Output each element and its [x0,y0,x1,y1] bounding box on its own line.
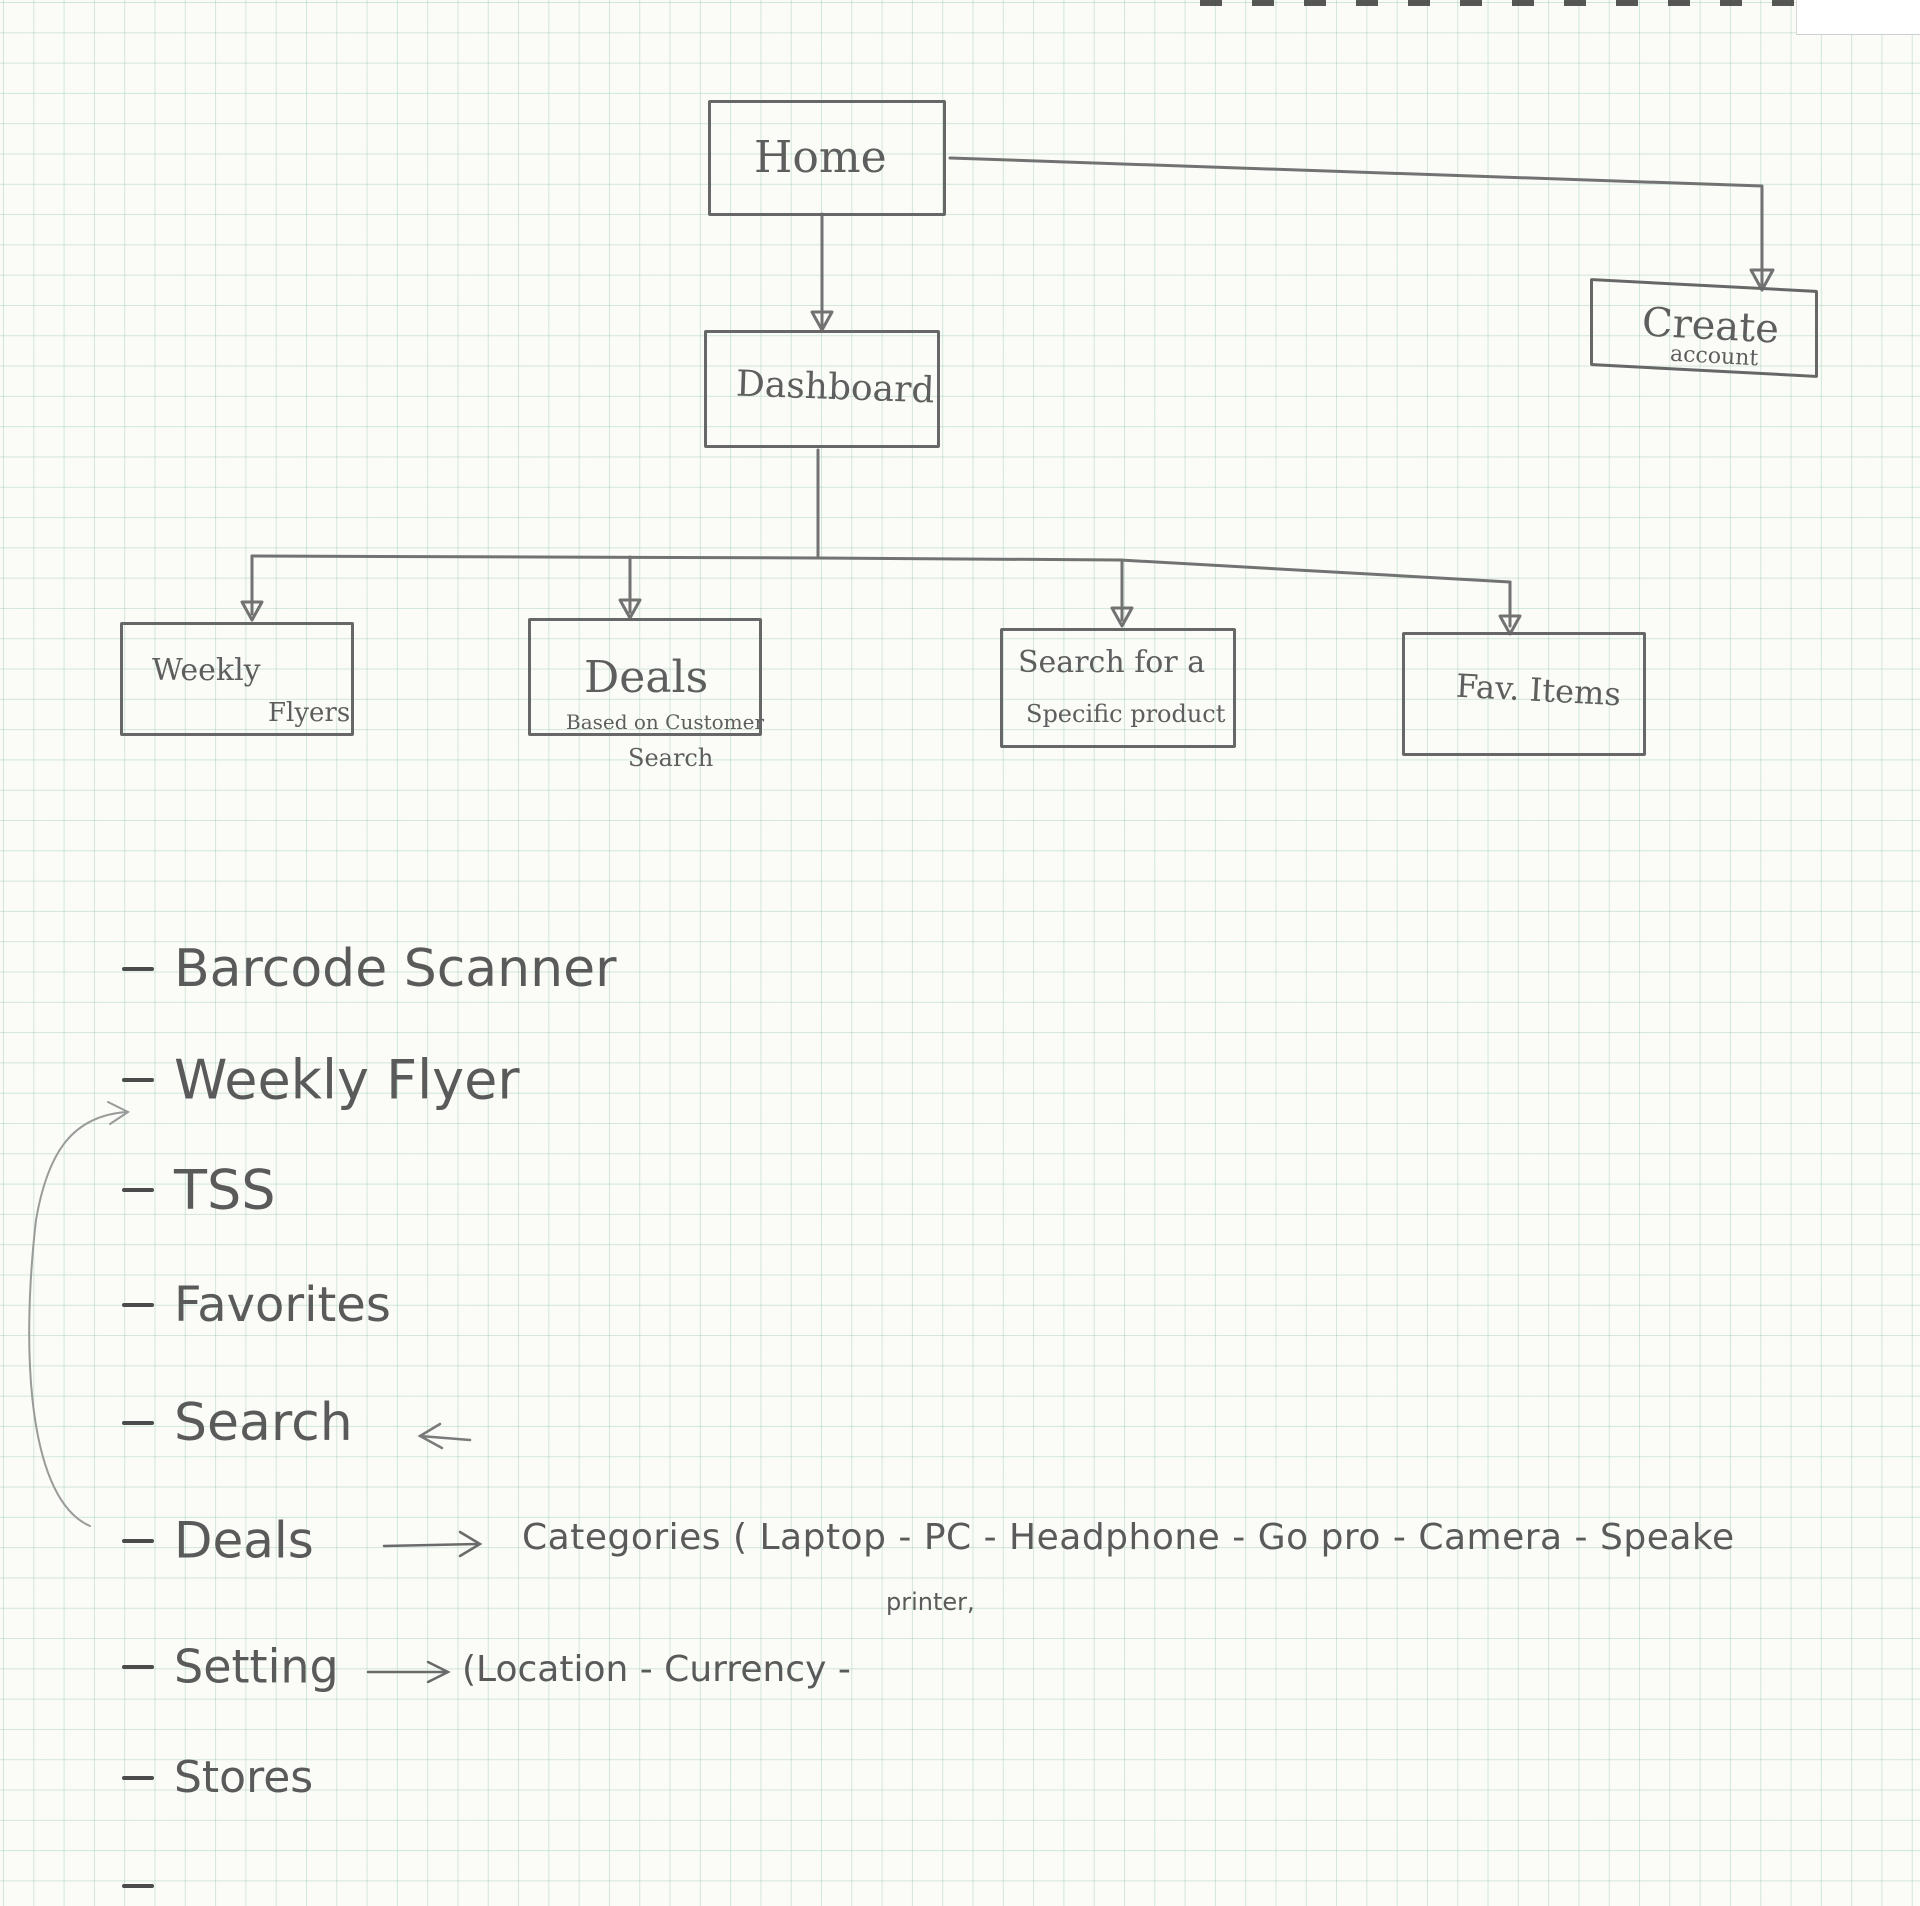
weekly-flyers-node [120,622,354,736]
arrowhead-fav-items [1498,614,1522,636]
home-label: Home [754,132,887,183]
list-bullet [122,1078,154,1083]
list-item-setting: Setting [122,1640,339,1690]
curved-arrowhead [107,1101,130,1125]
list-bullet [122,1538,154,1543]
fav-items-node [1402,632,1646,756]
search-product-label-line1: Search for a [1018,645,1206,680]
deals-subtitle-line1: Based on Customer [566,710,765,734]
deals-subtitle-line2: Search [628,744,714,772]
list-bullet [122,967,154,971]
connector-home-create-account [948,156,1764,287]
list-item-text: Search [174,1393,353,1453]
setting-options-note: (Location - Currency - [462,1649,851,1690]
home-node [708,100,946,216]
deals-categories-extra-note: printer, [886,1588,975,1616]
deals-title-label: Deals [584,652,709,703]
list-item-deals: Deals [122,1512,314,1566]
arrowhead-weekly-flyers [240,600,264,622]
create-account-label-line2: account [1669,341,1759,372]
setting-arrowhead [426,1660,451,1684]
list-bullet [122,1188,154,1193]
search-product-node [1000,628,1236,748]
deals-categories-note: Categories ( Laptop - PC - Headphone - G… [522,1517,1735,1558]
list-item-text: Stores [174,1752,314,1803]
arrowhead-search [1110,606,1134,628]
arrowhead-deals [618,598,642,620]
list-item-text: TSS [174,1158,276,1222]
search-back-arrow [418,1434,472,1442]
list-item-tss: TSS [122,1160,276,1217]
list-item-text: Deals [174,1511,314,1570]
list-bullet [122,1303,154,1307]
connector-distribution-line [250,554,1512,584]
list-item-text: Barcode Scanner [174,939,617,999]
list-bullet [122,1884,154,1888]
dashboard-label: Dashboard [735,363,936,412]
search-back-arrowhead [417,1422,444,1450]
create-account-label-line1: Create [1640,299,1781,353]
dashboard-node [704,330,940,448]
arrowhead-dashboard [810,310,834,332]
weekly-flyers-label-line2: Flyers [268,698,351,728]
list-bullet [122,1421,154,1425]
deals-arrow-line [382,1542,480,1548]
search-product-label-line2: Specific product [1026,700,1226,728]
fav-items-label: Fav. Items [1455,666,1622,714]
list-item-stores: Stores [122,1754,313,1800]
weekly-flyers-label-line1: Weekly [152,653,261,688]
list-item-barcode-scanner: Barcode Scanner [122,940,616,995]
paper-top-strip [1200,0,1920,6]
deals-node [528,618,762,736]
curved-arrow-left [28,1111,127,1527]
list-item-search: Search [122,1394,353,1449]
deals-arrowhead [458,1530,483,1558]
arrowhead-create-account [1749,268,1775,292]
list-item-cutoff-bullet [122,1862,174,1906]
list-item-weekly-flyer: Weekly Flyer [122,1050,520,1107]
paper-corner-tab [1796,0,1920,35]
list-bullet [122,1776,154,1780]
list-bullet [122,1664,154,1669]
list-item-text: Setting [174,1639,339,1694]
list-item-text: Weekly Flyer [174,1048,520,1112]
list-item-text: Favorites [174,1277,391,1333]
list-item-favorites: Favorites [122,1278,391,1329]
